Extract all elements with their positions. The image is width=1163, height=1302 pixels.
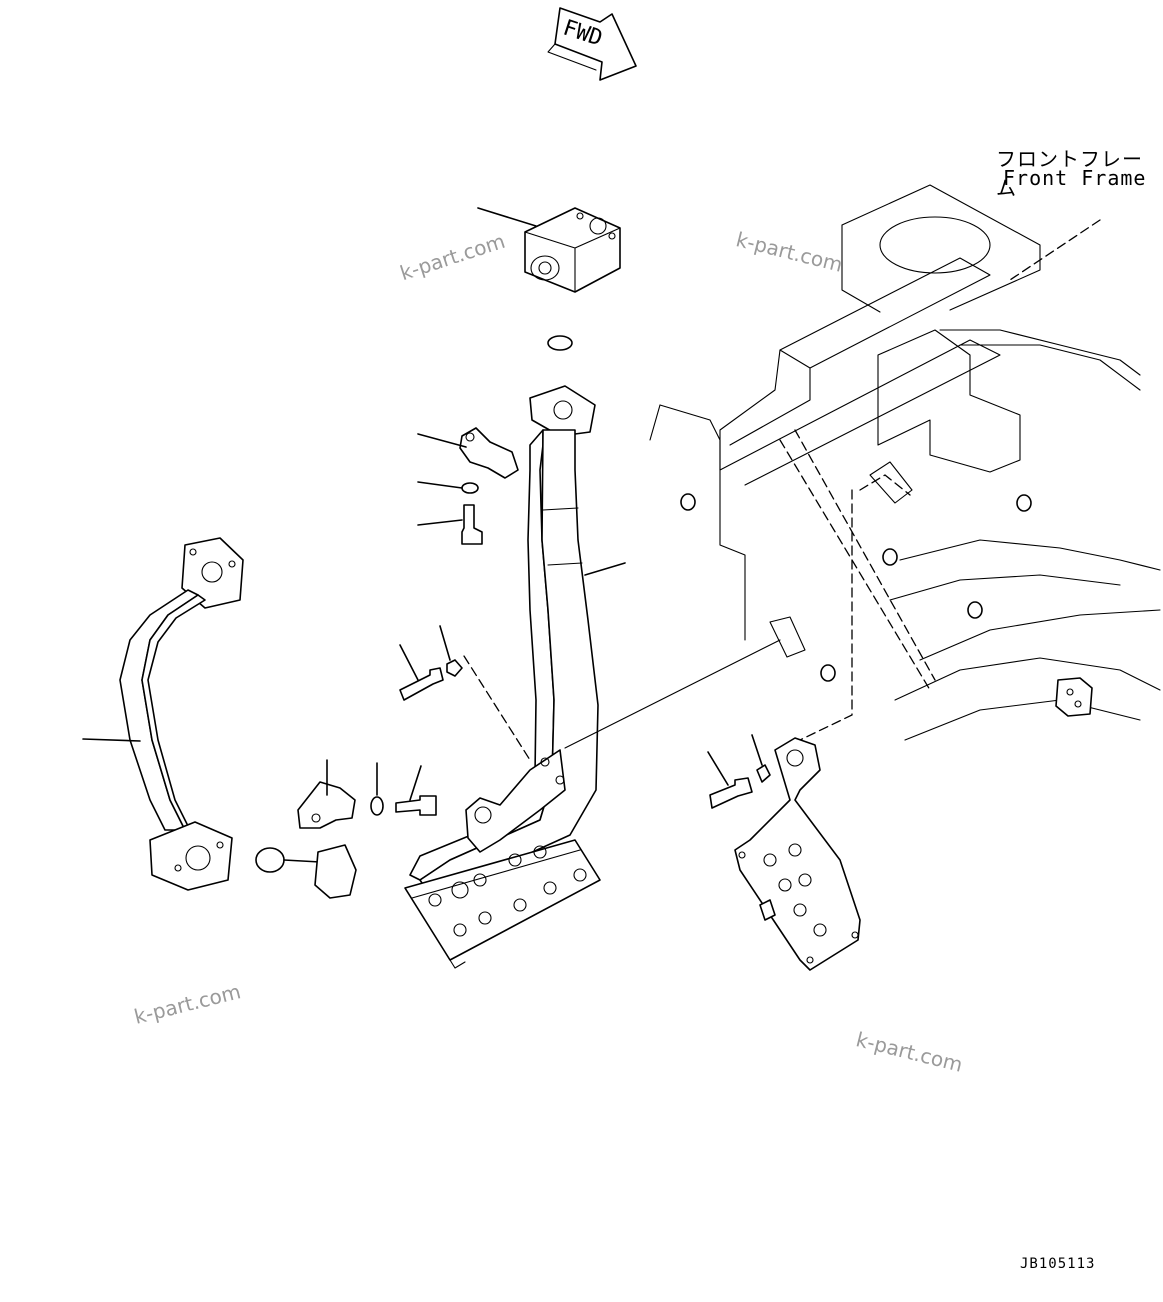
drawing-id: JB105113 <box>1020 1256 1096 1272</box>
front-frame-label-en: Front Frame <box>1003 166 1147 190</box>
front-frame <box>649 184 1161 741</box>
upper-clamp-set <box>417 427 519 545</box>
center-bracket <box>399 625 781 969</box>
right-bracket <box>707 734 861 971</box>
front-frame-label-jp: フロントフレーム <box>996 147 1143 200</box>
left-pipe <box>82 537 244 891</box>
valve-block <box>477 207 621 351</box>
lower-clamp-set <box>255 759 437 899</box>
fwd-arrow-icon: FWD <box>547 7 637 81</box>
